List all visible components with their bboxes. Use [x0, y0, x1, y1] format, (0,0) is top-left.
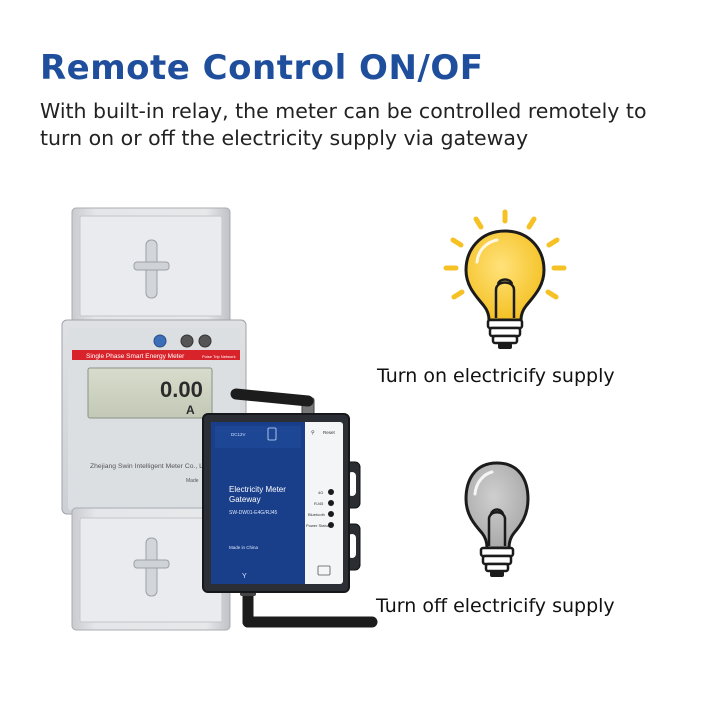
gateway-made-in: Made in China [229, 545, 259, 550]
gateway-reset-label: Reset [323, 430, 336, 435]
bulb-off-icon [464, 461, 530, 577]
meter-button-blue [153, 334, 167, 348]
gateway-title-line1: Electricity Meter [229, 485, 286, 494]
top-clip-slot [133, 239, 170, 299]
led-rj45: RJ45 [314, 500, 334, 506]
page-description: With built-in relay, the meter can be co… [40, 99, 647, 150]
gateway-device: DC12V Reset ⚲ Electricity Meter Gateway … [202, 388, 378, 628]
page-title: Remote Control ON/OF [40, 48, 484, 88]
meter-button-1 [180, 334, 194, 348]
gateway-title-line2: Gateway [229, 495, 261, 504]
meter-pulse-label: Pulse Trip Network [202, 354, 236, 359]
svg-text:RJ45: RJ45 [314, 501, 324, 506]
svg-text:Power Status: Power Status [306, 523, 330, 528]
antenna-small-icon: Y [242, 573, 247, 580]
gateway-panel [211, 422, 305, 584]
bulb-on-icon [443, 209, 567, 349]
led-4g: 4G [318, 489, 334, 495]
led-power-status: Power Status [306, 522, 334, 528]
meter-model-prefix: Made [186, 478, 199, 484]
sim-slot-icon [267, 427, 277, 441]
svg-text:4G: 4G [318, 490, 323, 495]
meter-stripe [72, 350, 240, 360]
led-bluetooth: Bluetooth [308, 511, 334, 517]
meter-unit: A [186, 403, 195, 417]
meter-reading: 0.00 [160, 377, 203, 402]
antenna-top-icon [230, 388, 315, 417]
signal-icon: ⚲ [311, 430, 315, 436]
svg-text:Bluetooth: Bluetooth [308, 512, 325, 517]
gateway-dc-label: DC12V [231, 432, 246, 437]
meter-button-2 [198, 334, 212, 348]
bottom-clip-slot [133, 537, 170, 597]
gateway-model: SW-DW01-E4G/RJ45 [229, 510, 277, 516]
meter-label: Single Phase Smart Energy Meter [86, 353, 185, 360]
ethernet-port-icon [317, 565, 331, 576]
turn-on-caption: Turn on electricify supply [377, 365, 615, 387]
meter-lcd [87, 367, 213, 419]
meter-maker: Zhejiang Swin Intelligent Meter Co., Ltd [90, 463, 209, 470]
turn-off-caption: Turn off electricify supply [376, 595, 615, 617]
energy-meter: Single Phase Smart Energy Meter Pulse Tr… [61, 207, 247, 631]
